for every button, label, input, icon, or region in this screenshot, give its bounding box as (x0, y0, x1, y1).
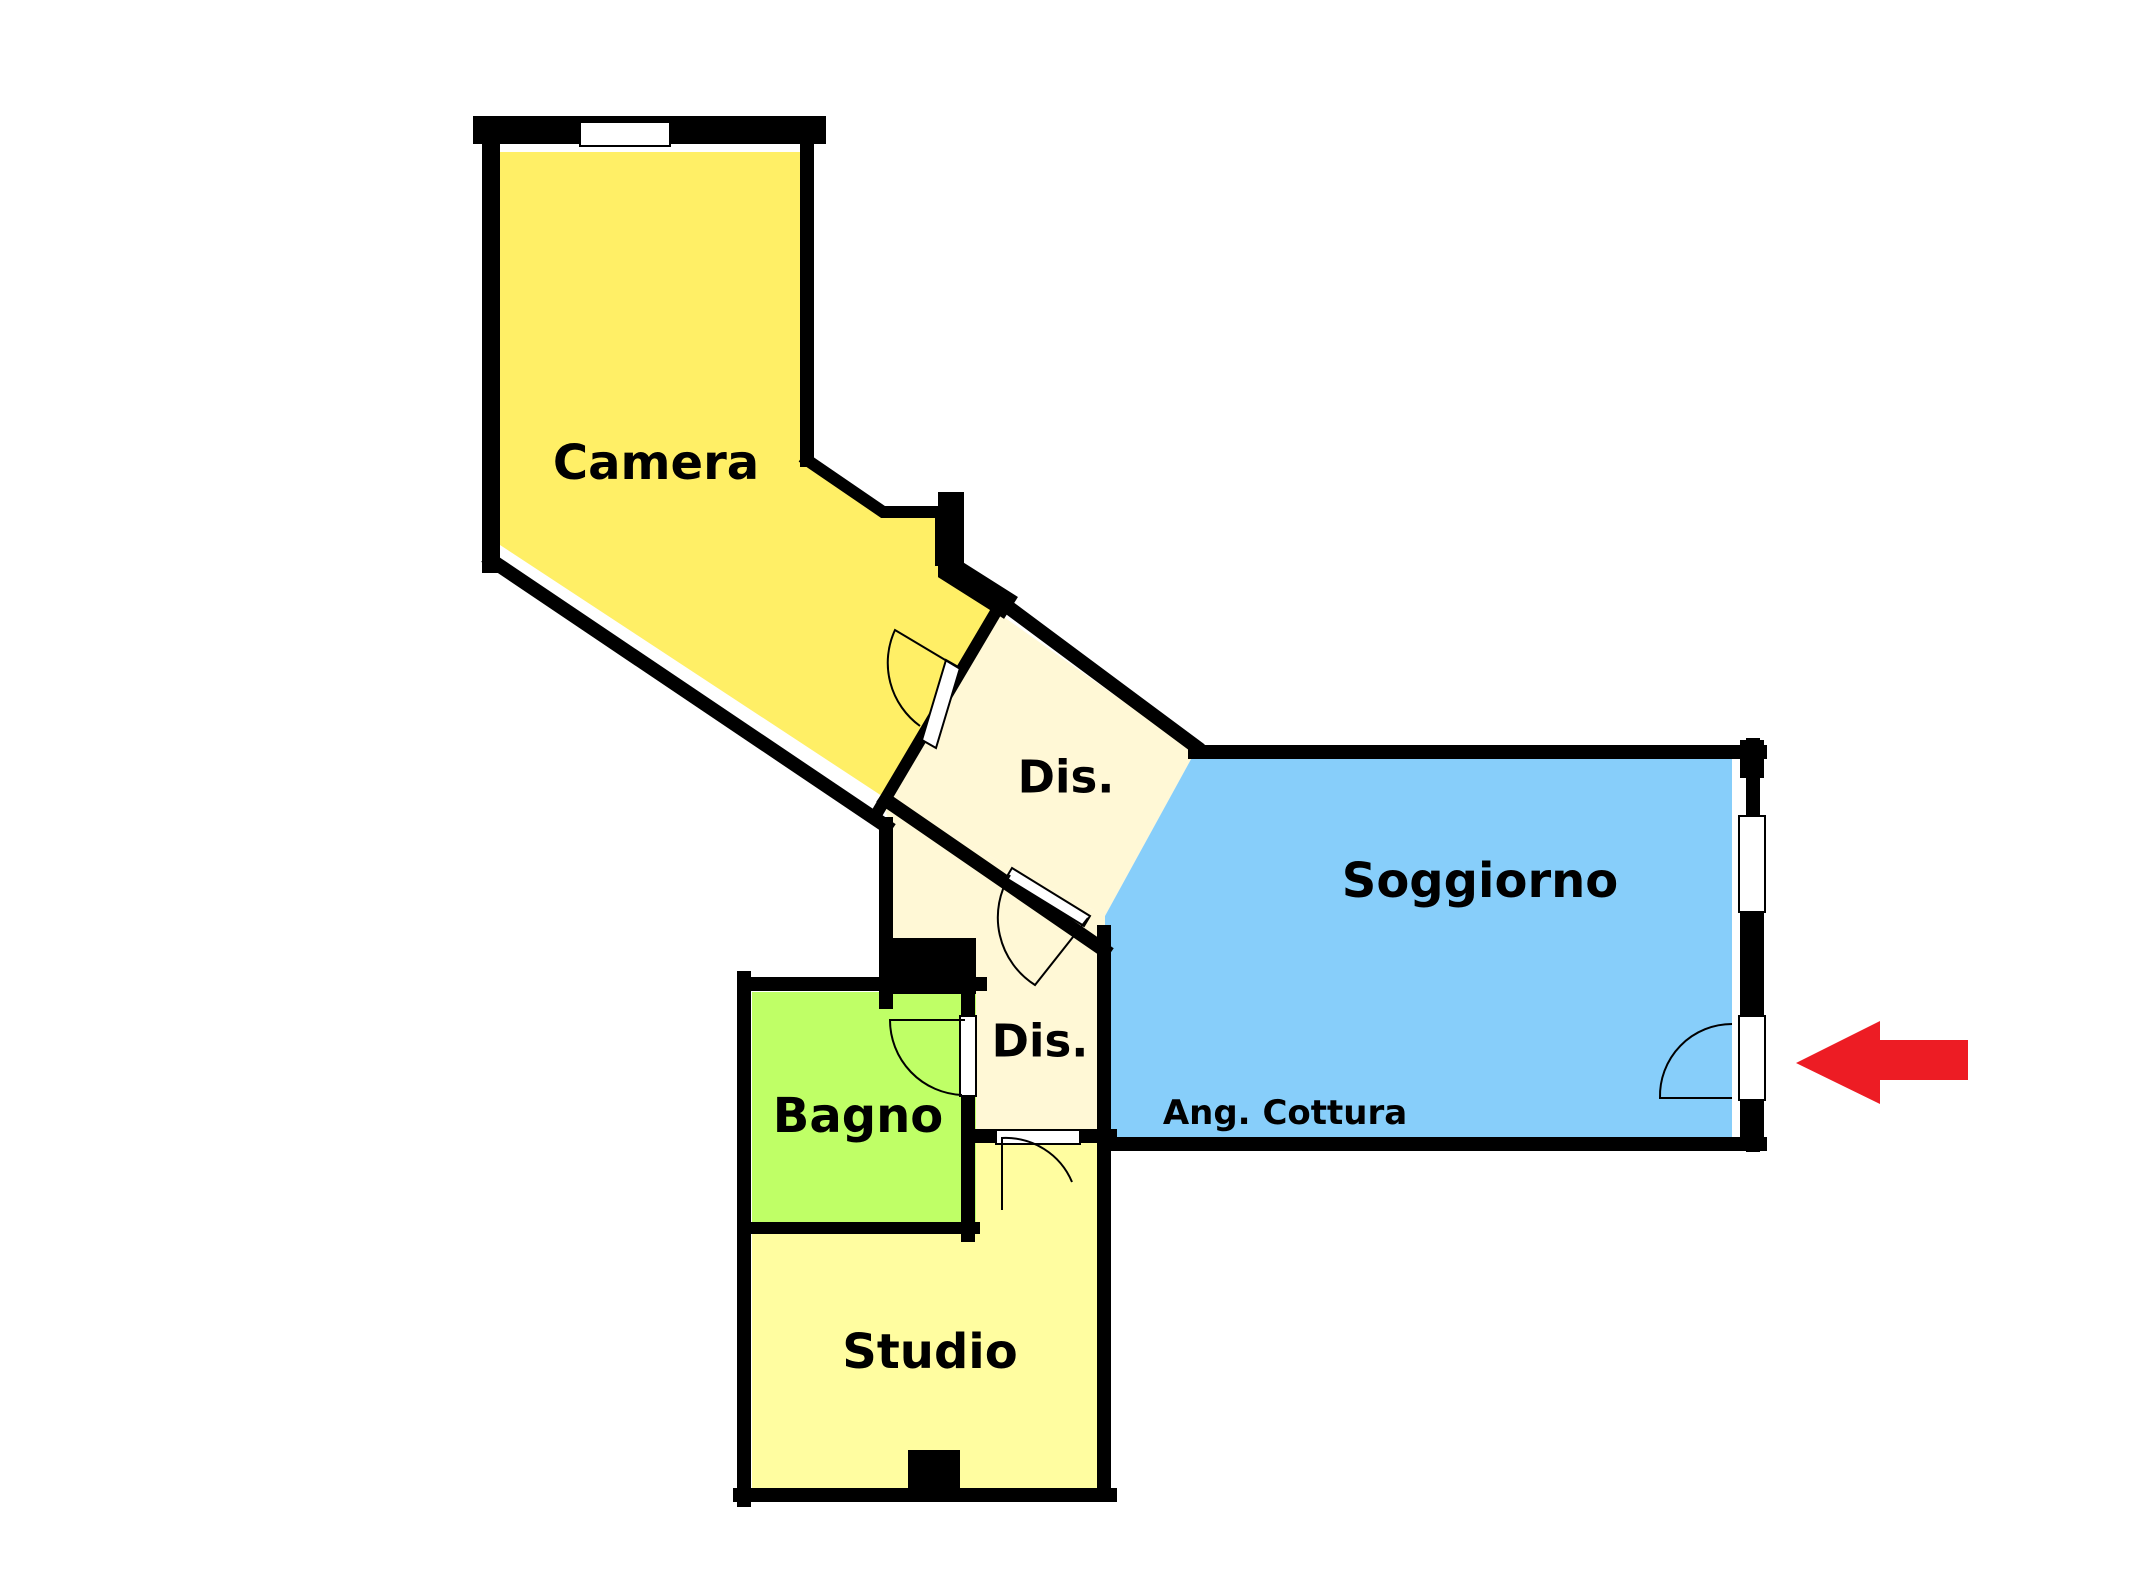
room-soggiorno (1105, 752, 1732, 1140)
room-dis-upper (882, 610, 1195, 916)
room-bagno (752, 992, 976, 1222)
room-label-bagno: Bagno (772, 1088, 944, 1144)
room-label-studio: Studio (842, 1324, 1018, 1380)
room-dis-lower (882, 800, 1105, 1130)
room-label-ang-cottura: Ang. Cottura (1162, 1093, 1408, 1133)
room-label-camera: Camera (552, 435, 760, 491)
room-label-dis-lower: Dis. (991, 1014, 1089, 1068)
room-camera (500, 152, 994, 798)
room-label-dis-upper: Dis. (1017, 750, 1115, 804)
room-studio (752, 1130, 1105, 1488)
door-swings (886, 628, 1733, 1210)
wall-blocks (890, 506, 1764, 1496)
room-label-soggiorno: Soggiorno (1341, 853, 1619, 909)
arrow-left-icon (1796, 1021, 1968, 1104)
windows (579, 121, 1766, 1145)
